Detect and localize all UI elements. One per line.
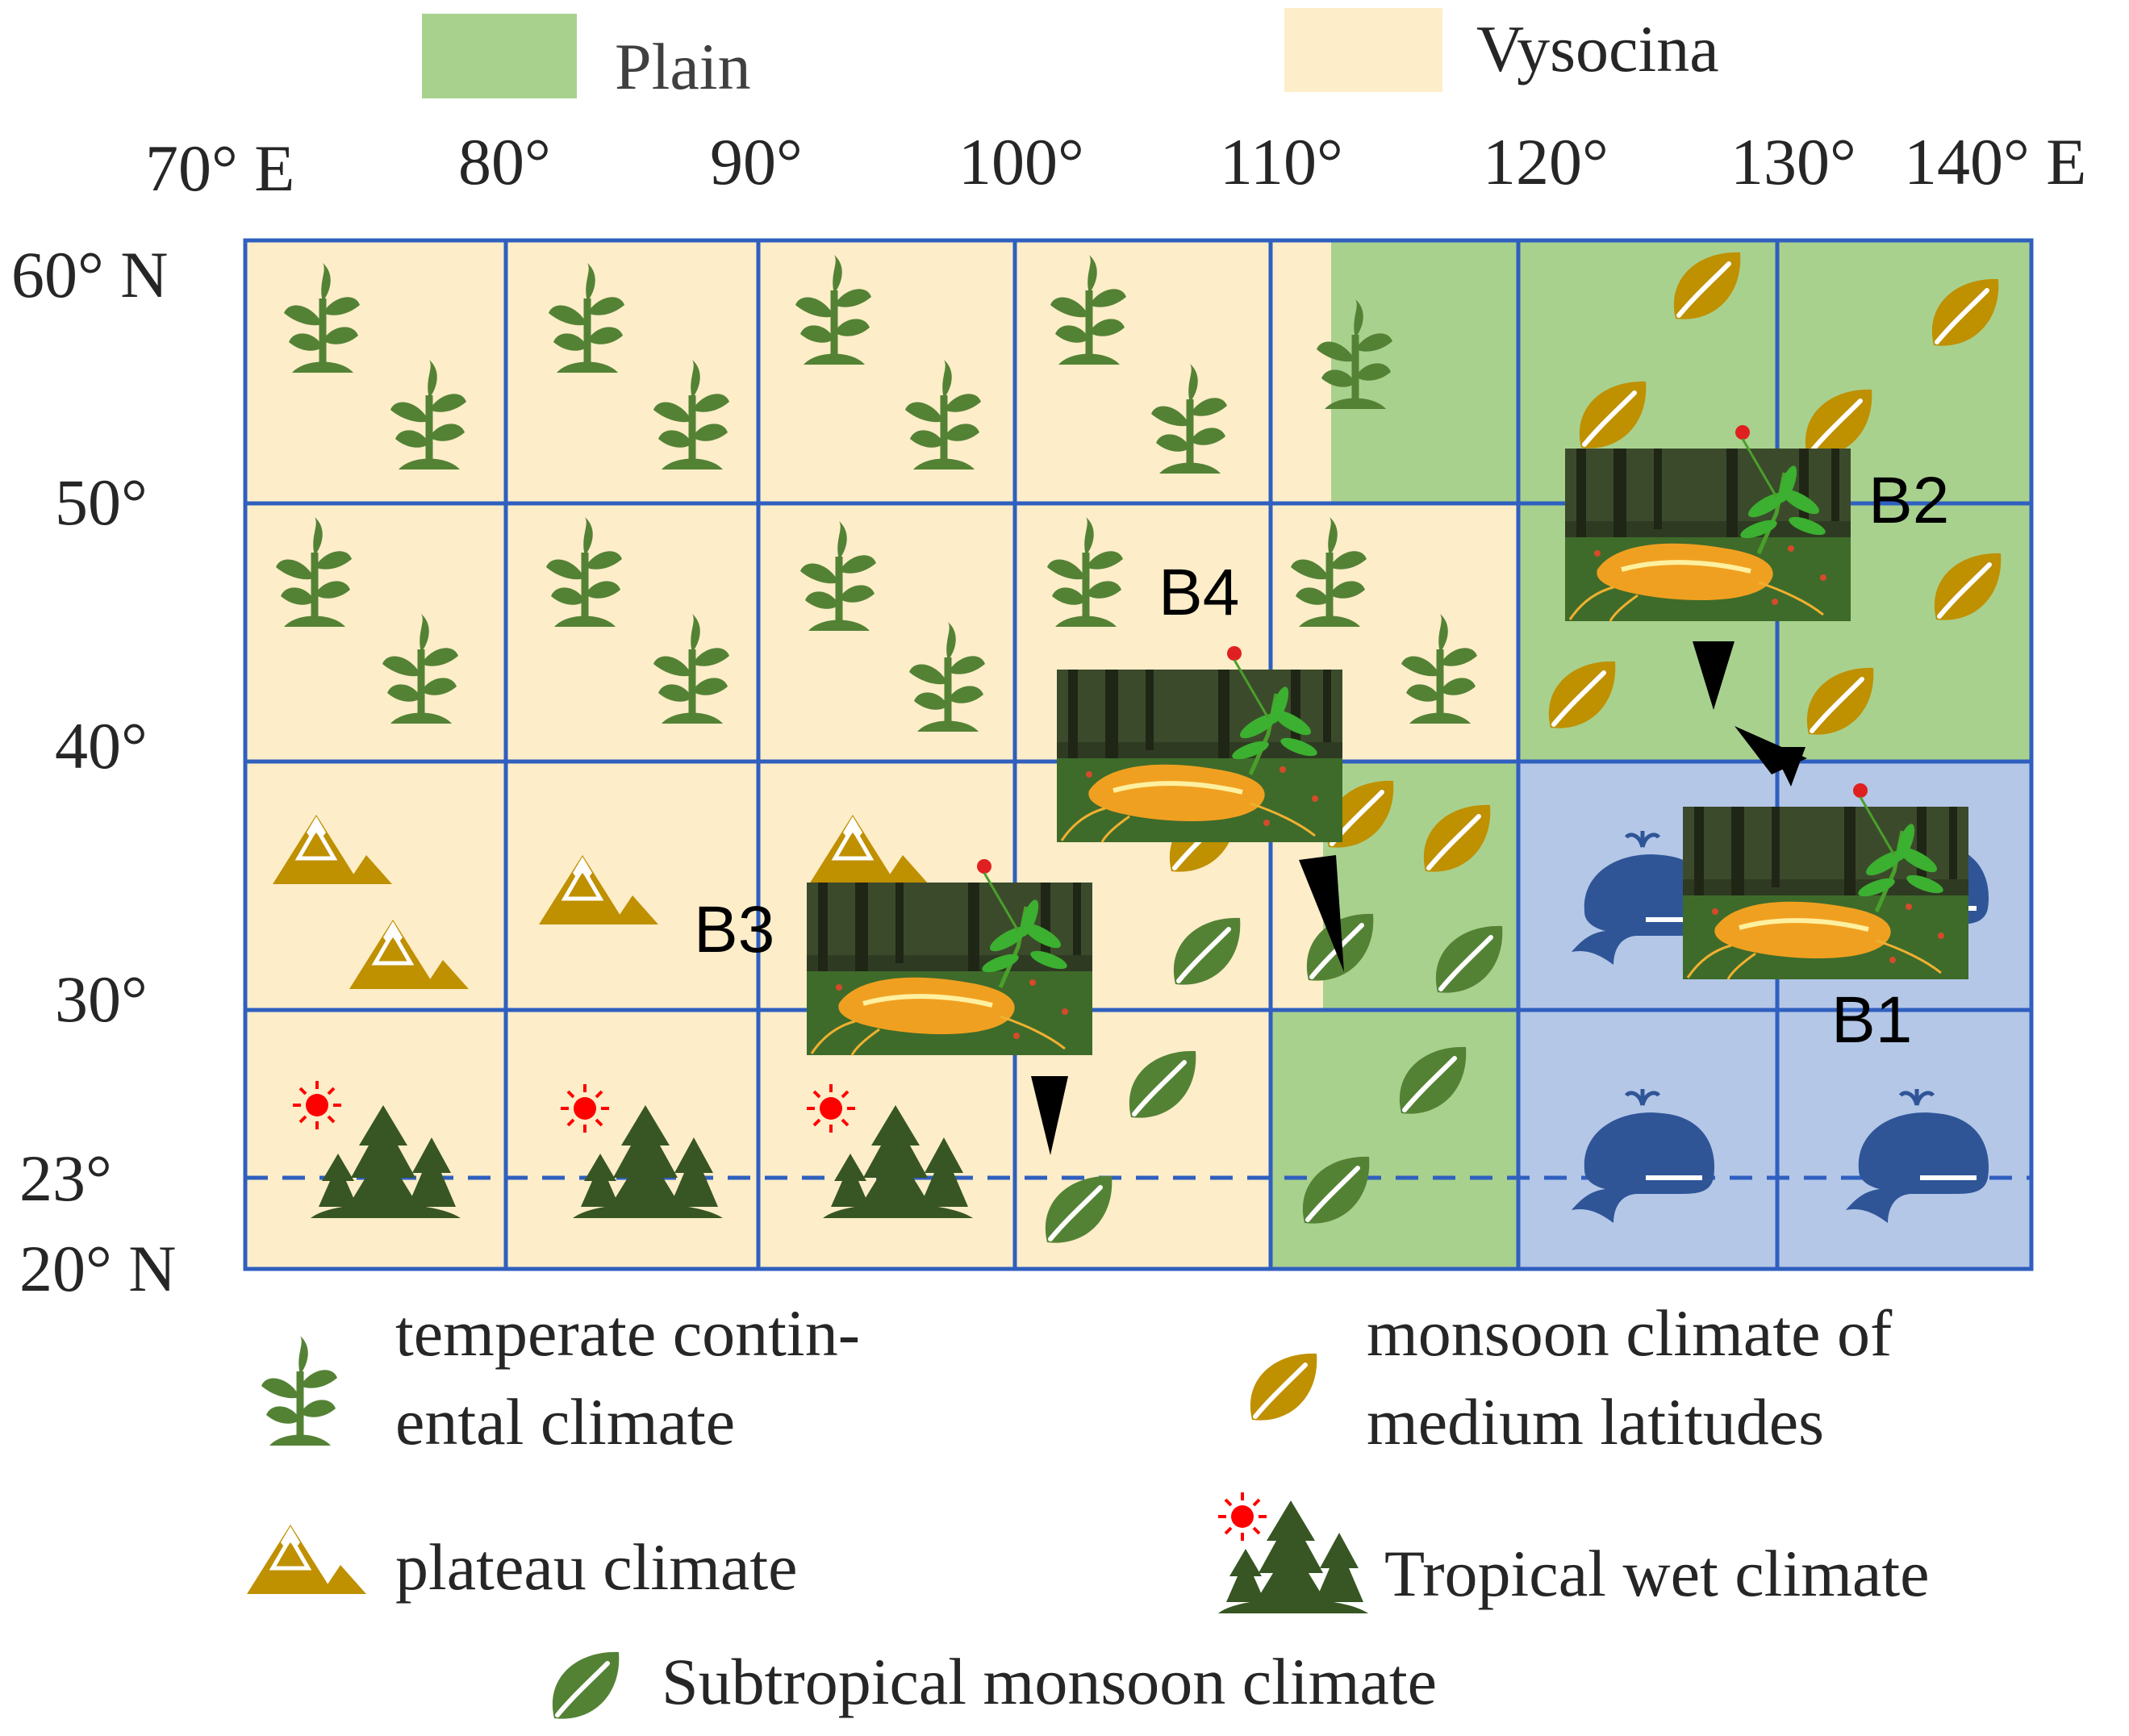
temperate-legend-label: temperate contin-ental climate — [395, 1296, 860, 1458]
point-label-b1: B1 — [1831, 983, 1912, 1057]
temperate-legend-icon — [261, 1336, 337, 1446]
arrow-b2-down — [1693, 641, 1735, 710]
lat-label-40: 40° — [55, 709, 148, 782]
ginseng-photo-b3 — [807, 859, 1092, 1055]
direction-arrows — [1031, 641, 1807, 1155]
lon-label-130: 130° — [1730, 125, 1856, 198]
arrow-b4-down — [1299, 855, 1344, 972]
subtropical-legend-label: Subtropical monsoon climate — [662, 1645, 1437, 1718]
vysocina-label: Vysocina — [1476, 12, 1719, 86]
ginseng-photo-b4 — [1057, 646, 1342, 842]
point-label-b2: B2 — [1868, 464, 1949, 537]
tropical-sun-legend-icon — [1217, 1491, 1268, 1542]
legend-line: monsoon climate of — [1367, 1296, 1893, 1370]
legend-line: medium latitudes — [1367, 1385, 1824, 1458]
latitude-labels: 60° N 50° 40° 30° 23° 20° N — [11, 238, 177, 1305]
lon-label-70: 70° E — [145, 131, 294, 205]
arrow-b3-down — [1031, 1076, 1068, 1155]
plateau-legend-label: plateau climate — [395, 1530, 798, 1604]
tropical-wet-legend-label: Tropical wet climate — [1384, 1537, 1930, 1610]
lon-label-90: 90° — [710, 125, 803, 198]
lon-label-110: 110° — [1220, 125, 1343, 198]
lon-label-100: 100° — [958, 125, 1084, 198]
ginseng-photo-b1 — [1683, 783, 1968, 979]
vysocina-swatch — [1284, 8, 1442, 92]
point-label-b4: B4 — [1158, 556, 1239, 629]
legend-line: ental climate — [395, 1385, 735, 1458]
lat-label-60: 60° N — [11, 238, 169, 311]
lon-label-120: 120° — [1483, 125, 1609, 198]
legend-line: temperate contin- — [395, 1296, 860, 1370]
monsoon-medium-legend-label: monsoon climate of medium latitudes — [1367, 1296, 1893, 1458]
plateau-legend-icon — [247, 1525, 366, 1594]
ginseng-photo-b2 — [1565, 425, 1851, 621]
lon-label-140: 140° E — [1904, 125, 2086, 198]
subtropical-legend-icon — [553, 1652, 619, 1719]
sun-icon — [291, 1079, 343, 1131]
monsoon-medium-legend-icon — [1250, 1354, 1317, 1421]
map-grid — [243, 238, 2034, 1271]
point-labels: B2 B4 B3 B1 — [694, 464, 1949, 1057]
lat-label-20: 20° N — [19, 1232, 177, 1305]
arrow-towards-b1 — [1772, 747, 1805, 787]
lat-label-23: 23° — [19, 1141, 112, 1215]
lon-label-80: 80° — [458, 125, 551, 198]
lat-label-30: 30° — [55, 962, 148, 1036]
sun-icon — [805, 1083, 857, 1134]
sun-icon — [559, 1083, 611, 1134]
plain-swatch — [422, 14, 577, 98]
lat-label-50: 50° — [55, 465, 148, 539]
climate-legend: temperate contin-ental climate monsoon c… — [247, 1296, 1930, 1719]
plain-label: Plain — [615, 30, 751, 103]
point-label-b3: B3 — [694, 893, 774, 966]
longitude-labels: 70° E 80° 90° 100° 110° 120° 130° 140° E — [145, 125, 2086, 205]
